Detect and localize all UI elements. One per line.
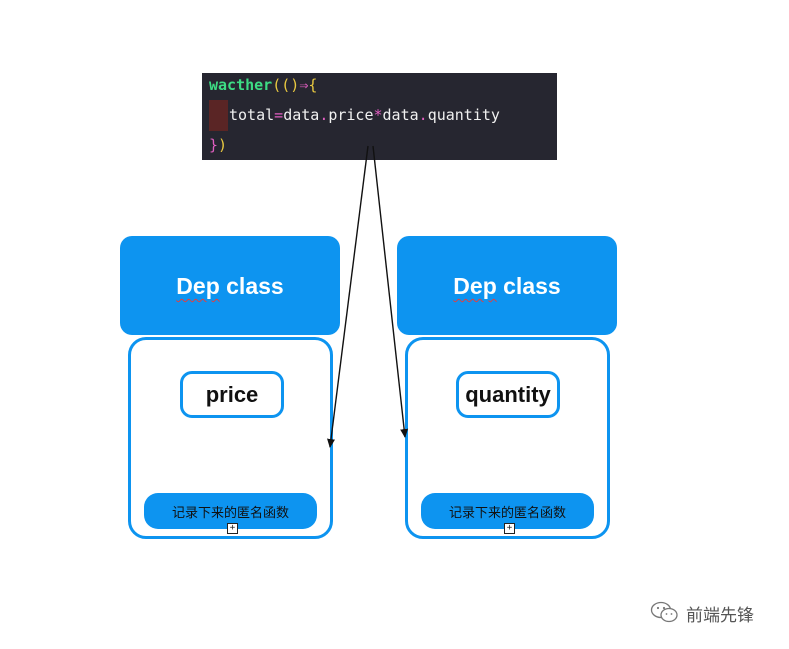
code-line-2: total=data.price*data.quantity (229, 105, 500, 125)
wechat-icon (650, 601, 678, 623)
open-parens: (() (272, 76, 300, 94)
dep-class-title-underlined: Dep (176, 273, 220, 299)
code-data-1: data (283, 106, 320, 124)
dep-class-body-price: price 记录下来的匿名函数 + (128, 337, 333, 539)
close-paren: ) (218, 136, 228, 154)
code-dot-1: . (319, 106, 329, 124)
code-total: total (229, 106, 275, 124)
open-brace: { (308, 76, 318, 94)
dep-class-header-price: Dep class (120, 236, 340, 335)
indent-marker (209, 100, 228, 131)
code-data-2: data (382, 106, 419, 124)
dep-class-title-underlined: Dep (453, 273, 497, 299)
property-pill-price: price (180, 371, 284, 418)
watcher-keyword: wacther (209, 76, 273, 94)
close-brace: } (209, 136, 219, 154)
watermark: 前端先锋 (650, 600, 754, 626)
code-equals: = (274, 106, 284, 124)
code-price: price (328, 106, 374, 124)
property-pill-quantity: quantity (456, 371, 560, 418)
expand-icon[interactable]: + (227, 523, 238, 534)
code-quantity: quantity (427, 106, 500, 124)
watermark-text: 前端先锋 (686, 605, 754, 626)
code-multiply: * (373, 106, 383, 124)
code-line-3: }) (209, 135, 227, 155)
arrow-operator: ⇒ (299, 76, 309, 94)
code-dot-2: . (418, 106, 428, 124)
dep-class-header-quantity: Dep class (397, 236, 617, 335)
watcher-code-block: wacther(()⇒{ total=data.price*data.quant… (202, 73, 557, 160)
code-line-1: wacther(()⇒{ (209, 75, 317, 95)
dep-class-title: Dep class (453, 273, 561, 299)
dep-class-title: Dep class (176, 273, 284, 299)
expand-icon[interactable]: + (504, 523, 515, 534)
dep-class-body-quantity: quantity 记录下来的匿名函数 + (405, 337, 610, 539)
